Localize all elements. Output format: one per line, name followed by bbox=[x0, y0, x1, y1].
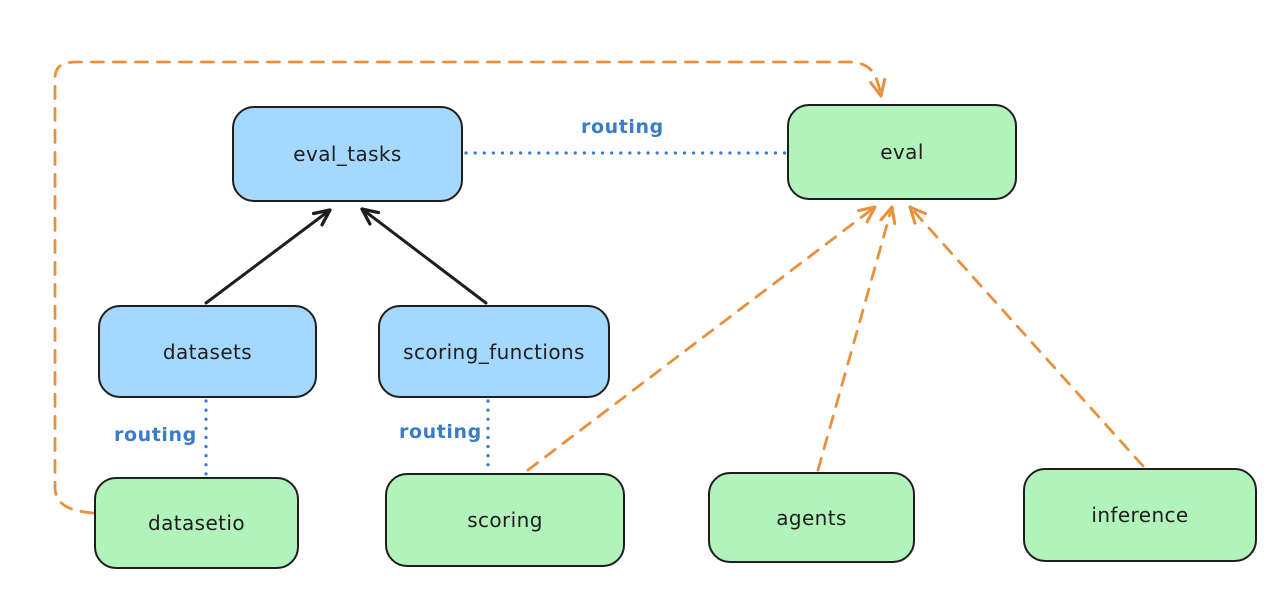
node-scoring-label: scoring bbox=[467, 508, 543, 532]
edge-inference-to-eval-dashed bbox=[908, 205, 1145, 468]
routing-label-datasets-datasetio: routing bbox=[114, 424, 197, 446]
node-datasets-label: datasets bbox=[162, 339, 253, 364]
node-agents: agents bbox=[708, 472, 915, 563]
edge-scoring-functions-to-eval-tasks bbox=[360, 207, 488, 305]
node-eval: eval bbox=[787, 104, 1017, 200]
edge-agents-to-eval-dashed bbox=[816, 205, 897, 472]
routing-label-eval-tasks-eval: routing bbox=[581, 116, 664, 138]
node-inference-label: inference bbox=[1091, 503, 1189, 527]
node-datasetio: datasetio bbox=[94, 477, 299, 569]
node-scoring: scoring bbox=[385, 473, 625, 567]
node-datasetio-label: datasetio bbox=[147, 511, 245, 535]
node-eval-tasks-label: eval_tasks bbox=[293, 142, 402, 166]
node-scoring-functions: scoring_functions bbox=[378, 305, 610, 398]
node-eval-label: eval bbox=[880, 140, 924, 164]
node-scoring-functions-label: scoring_functions bbox=[403, 339, 585, 364]
node-inference: inference bbox=[1023, 468, 1257, 562]
node-agents-label: agents bbox=[776, 505, 847, 530]
edge-datasets-to-eval-tasks bbox=[204, 208, 332, 305]
node-datasets: datasets bbox=[98, 305, 317, 398]
routing-label-scoring-functions-scoring: routing bbox=[399, 421, 482, 443]
node-eval-tasks: eval_tasks bbox=[232, 106, 463, 202]
